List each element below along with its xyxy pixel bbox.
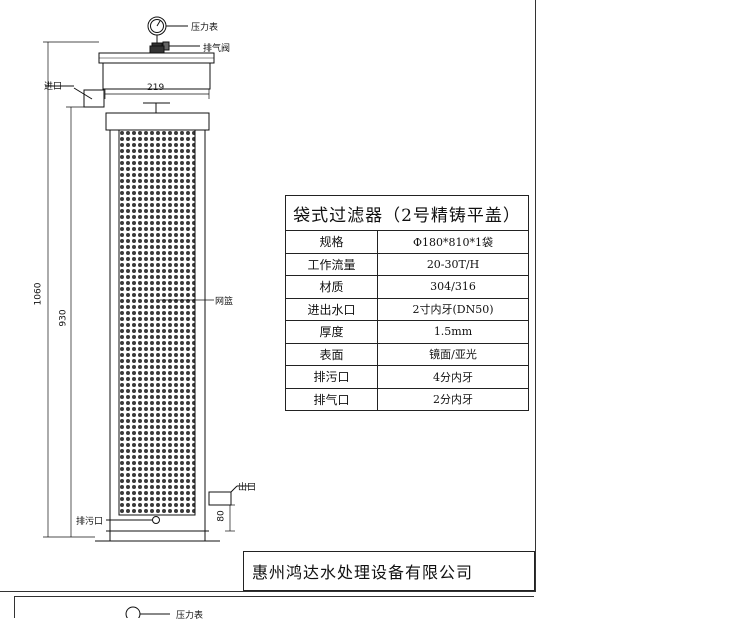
next-sheet-gauge [125,606,170,618]
sheet-border-bottom [0,591,536,592]
spec-label: 表面 [285,342,378,366]
spec-value: 20-30T/H [377,252,529,276]
spec-label: 进出水口 [285,297,378,321]
basket-label: 网篮 [215,297,234,307]
pressure-gauge-label: 压力表 [191,23,219,33]
drain-label: 排污口 [76,517,104,527]
spec-label: 材质 [285,275,378,299]
spec-value: 镜面/亚光 [377,342,529,366]
inlet-pipe [45,85,105,108]
dimension-219-label: 219 [147,83,165,93]
spec-label: 排污口 [285,365,378,389]
dimension-1060 [43,41,99,538]
dimension-930 [66,106,84,537]
company-name-box: 惠州鸿达水处理设备有限公司 [243,551,535,591]
filter-basket [118,129,196,516]
next-sheet-gauge-label: 压力表 [176,611,204,621]
outlet-label: 出口 [238,483,257,493]
basket-handle [143,102,170,113]
spec-label: 排气口 [285,387,378,411]
next-sheet-border-left [14,596,15,618]
spec-value: Φ180*810*1袋 [377,230,529,254]
outlet-pipe [208,485,254,506]
filter-lid [98,52,215,90]
dimension-80-label: 80 [216,510,227,522]
spec-value: 1.5mm [377,320,529,344]
spec-value: 2分内牙 [377,387,529,411]
spec-row: 表面镜面/亚光 [285,342,529,366]
spec-value: 304/316 [377,275,529,299]
dimension-80 [225,504,235,532]
spec-label: 规格 [285,230,378,254]
dimension-930-label: 930 [58,309,69,327]
spec-title-row: 袋式过滤器（2号精铸平盖） [285,195,529,231]
sheet-border-right [535,0,536,591]
next-sheet-border [14,596,534,597]
spec-label: 厚度 [285,320,378,344]
drain-port [106,516,160,524]
spec-value: 4分内牙 [377,365,529,389]
pressure-gauge [147,16,188,47]
dimension-219 [104,89,210,99]
dimension-1060-label: 1060 [33,282,44,306]
spec-label: 工作流量 [285,252,378,276]
inlet-label: 进口 [44,82,63,92]
vent-valve-label: 排气阀 [203,44,231,54]
spec-title: 袋式过滤器（2号精铸平盖） [285,195,529,231]
spec-value: 2寸内牙(DN50) [377,297,529,321]
company-name: 惠州鸿达水处理设备有限公司 [252,563,474,582]
vessel-body [95,112,220,542]
